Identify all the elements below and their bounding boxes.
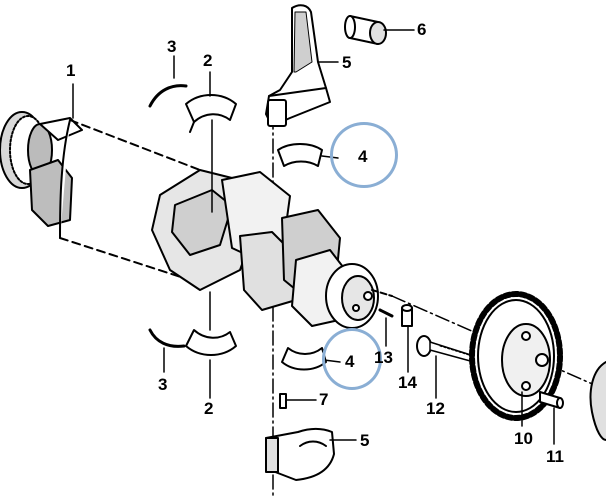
callout-5-lower: 5 [360, 431, 370, 450]
thrust-washer-lower [148, 328, 186, 348]
callout-5-upper: 5 [342, 53, 352, 72]
callout-2-lower: 2 [204, 399, 214, 418]
conrod-bearing-upper-shell [277, 143, 323, 167]
callout-3-lower: 3 [158, 375, 168, 394]
callout-6: 6 [417, 20, 427, 39]
connecting-rod-cap [265, 428, 335, 481]
callout-11: 11 [546, 447, 564, 466]
flywheel-edge [589, 361, 606, 441]
small-end-bushing [344, 15, 387, 45]
callout-4-upper: 4 [358, 147, 368, 166]
highlight-circle-upper [330, 122, 398, 188]
callout-7: 7 [319, 390, 329, 409]
woodruff-key [378, 308, 394, 318]
flywheel-bolt [416, 335, 475, 363]
callout-10: 10 [514, 429, 533, 448]
callout-1: 1 [66, 61, 76, 80]
main-bearing-lower-shell [185, 329, 237, 356]
crankshaft [0, 111, 393, 329]
connecting-rod-upper [265, 4, 331, 127]
leader-lines [72, 29, 555, 445]
conrod-bearing-lower-shell [281, 347, 327, 371]
highlight-circle-lower [322, 328, 382, 390]
guide-sleeve [401, 304, 413, 327]
callout-3-upper: 3 [167, 37, 177, 56]
callout-4-lower: 4 [345, 352, 355, 371]
callout-14: 14 [398, 373, 417, 392]
callout-13: 13 [374, 348, 393, 367]
gear-pin [539, 391, 564, 409]
main-bearing-upper-shell [185, 94, 237, 123]
dowel-pin [279, 393, 287, 409]
callout-12: 12 [426, 399, 445, 418]
thrust-washer-upper [148, 84, 188, 108]
callout-2-upper: 2 [203, 51, 213, 70]
timing-gear [469, 291, 563, 421]
